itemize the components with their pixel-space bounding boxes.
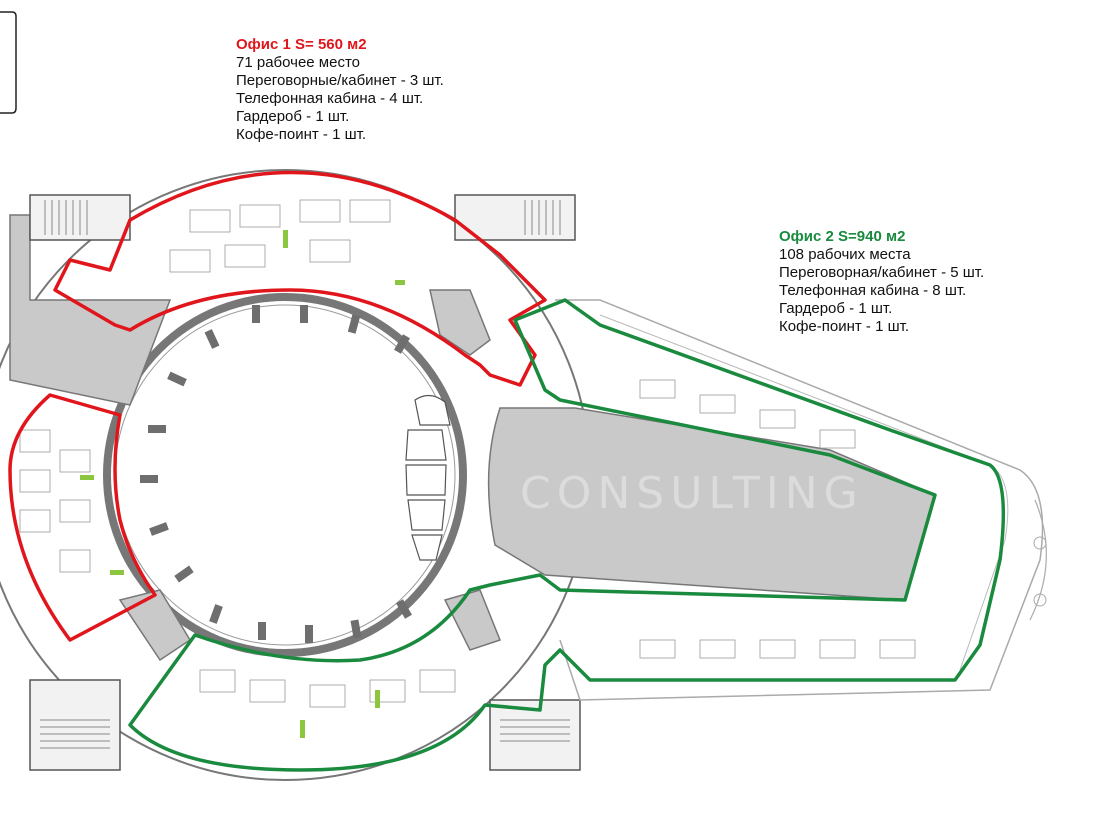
office2-line: Гардероб - 1 шт.	[779, 300, 893, 317]
ring-columns	[140, 305, 412, 643]
accent-marks	[80, 230, 405, 738]
office2-line: Кофе-поинт - 1 шт.	[779, 318, 910, 335]
stair-se	[489, 699, 581, 771]
office1-boundary	[8, 170, 547, 642]
office1-title: Офис 1 S= 560 м2	[236, 36, 367, 53]
office1-line: Телефонная кабина - 4 шт.	[236, 90, 424, 107]
core-northeast	[429, 289, 491, 356]
office2-line: Переговорная/кабинет - 5 шт.	[779, 264, 985, 281]
office1-line: Гардероб - 1 шт.	[236, 108, 350, 125]
office2-boundary	[128, 298, 1006, 772]
office1-line: Кофе-поинт - 1 шт.	[236, 126, 367, 143]
office2-line: Телефонная кабина - 8 шт.	[779, 282, 967, 299]
east-wing-outline	[555, 299, 1044, 701]
office1-line: Переговорные/кабинет - 3 шт.	[236, 72, 444, 89]
desk-clusters	[19, 199, 916, 708]
facade-detail	[1033, 536, 1047, 550]
stair-sw	[29, 679, 121, 771]
office2-line: 108 рабочих места	[779, 246, 911, 263]
ring-inner-wall	[103, 293, 467, 657]
office2-title: Офис 2 S=940 м2	[779, 228, 906, 245]
office1-legend: Офис 1 S= 560 м2 71 рабочее место Перего…	[236, 36, 444, 144]
ring-inner-edge	[114, 304, 456, 646]
stair-ne	[454, 194, 576, 241]
stair-treads	[40, 200, 570, 749]
core-southeast	[443, 589, 501, 651]
office1-line: 71 рабочее место	[236, 54, 361, 71]
frame-corner	[0, 11, 17, 114]
office2-legend: Офис 2 S=940 м2 108 рабочих места Перего…	[779, 228, 984, 336]
watermark: CONSULTING	[520, 468, 864, 519]
facade-detail	[1033, 593, 1047, 607]
core-southwest	[118, 589, 192, 662]
east-facade-curve	[1029, 499, 1047, 621]
inner-facade	[405, 394, 451, 561]
